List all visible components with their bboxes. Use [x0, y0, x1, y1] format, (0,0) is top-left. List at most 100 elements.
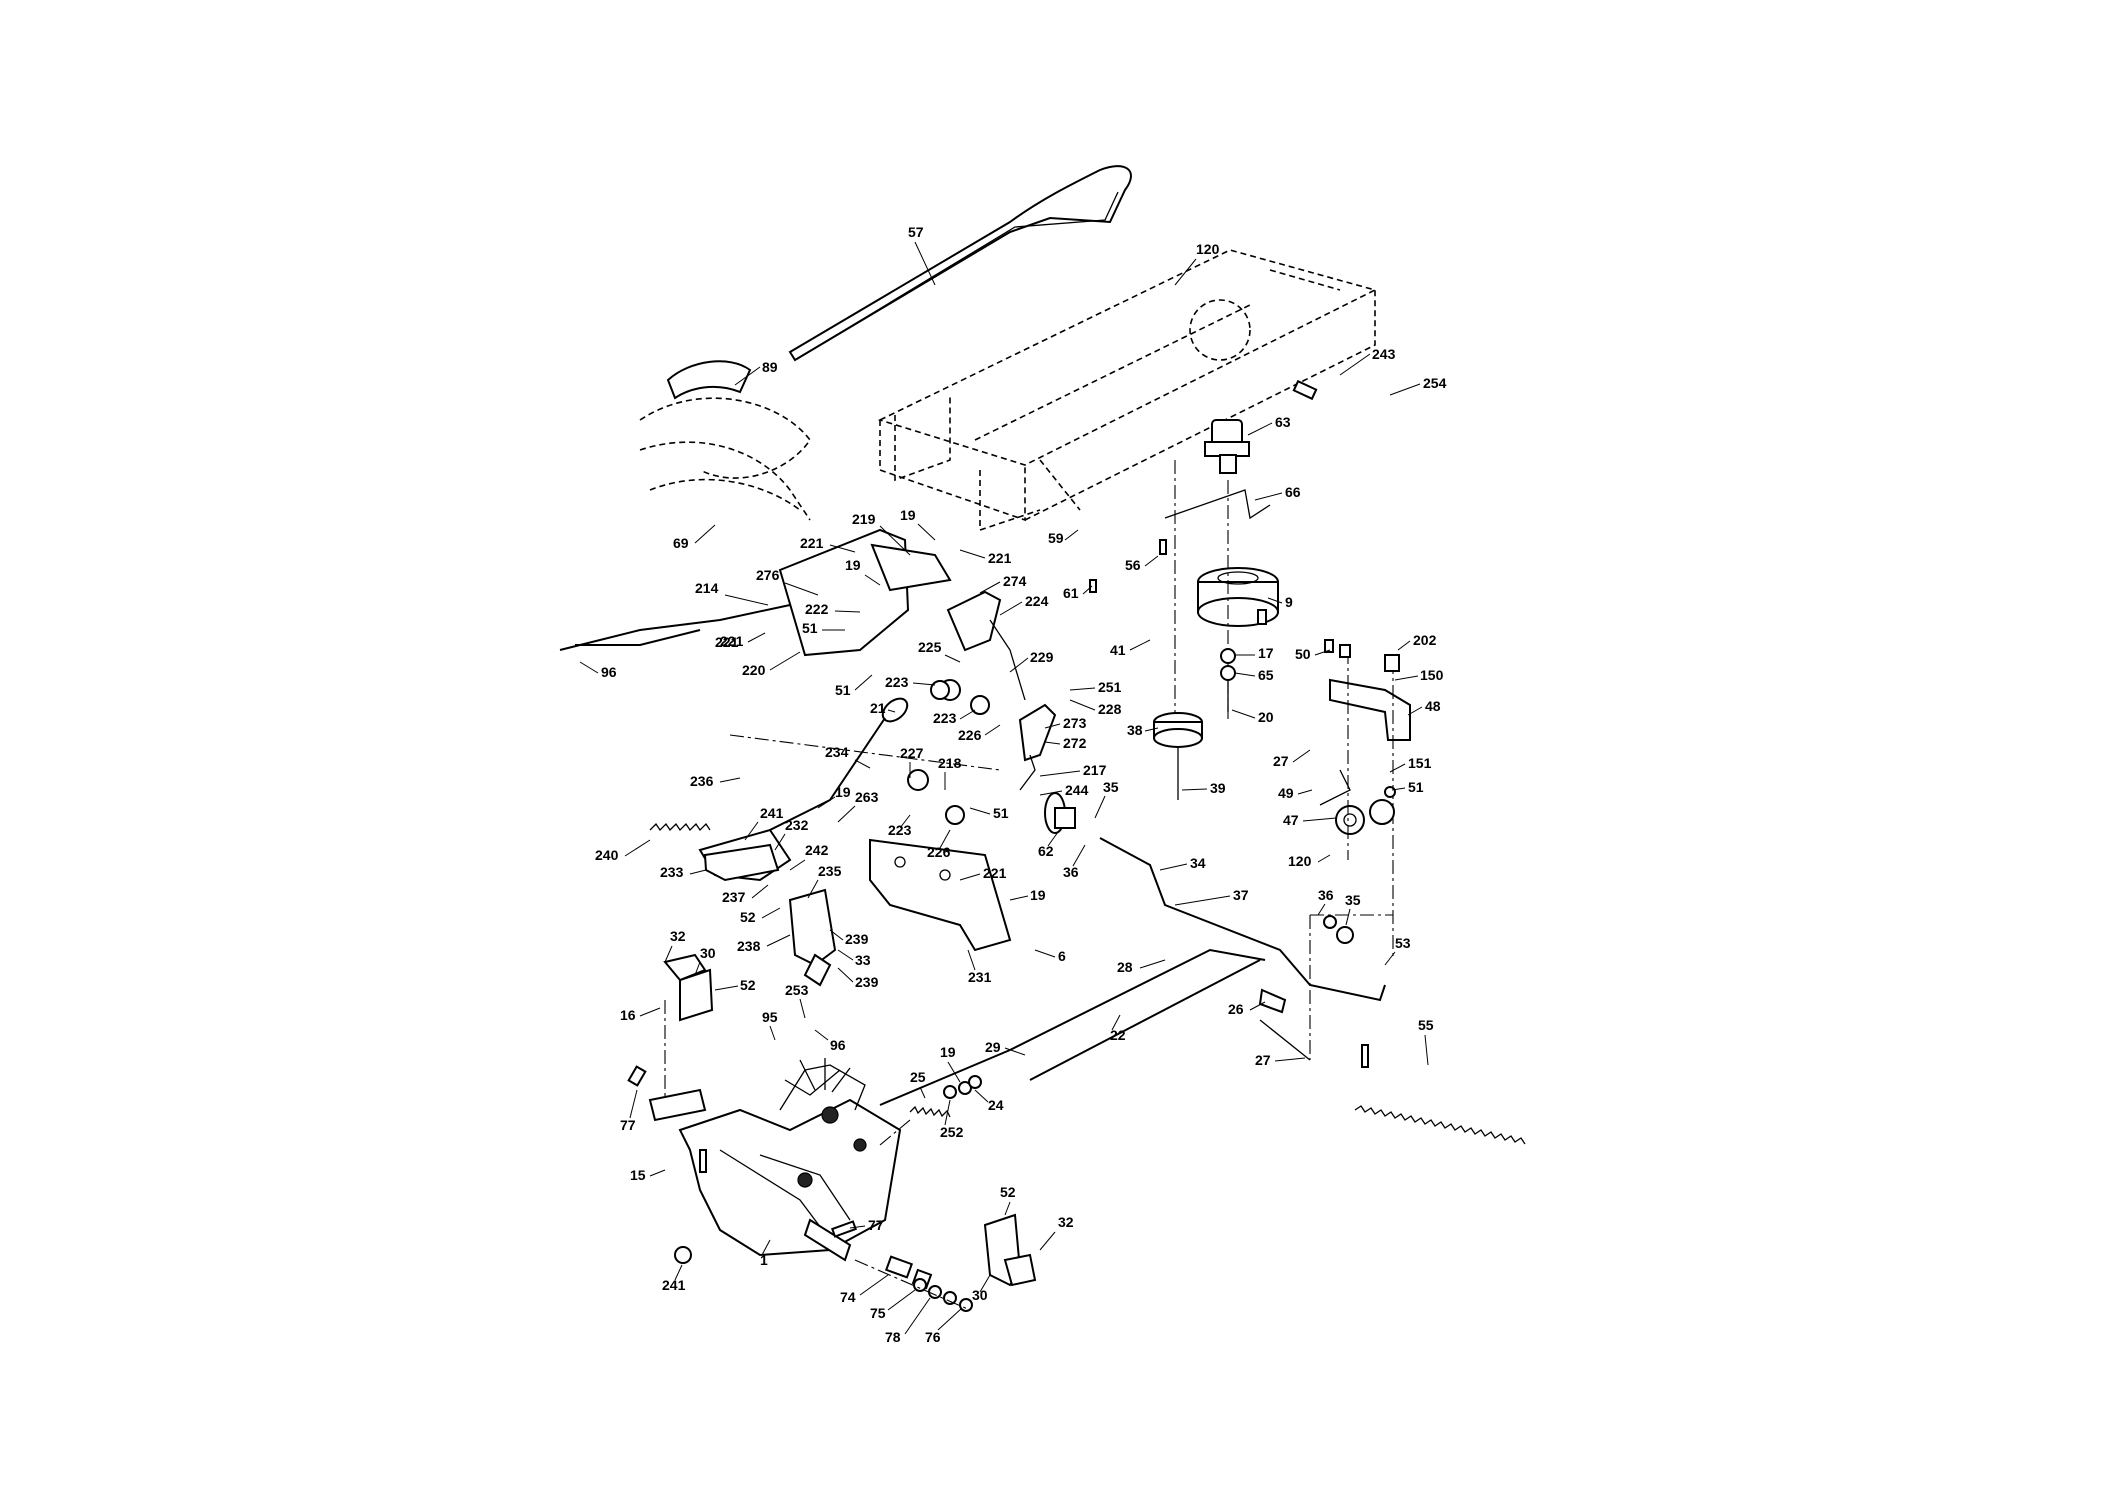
callout-222: 222 [805, 601, 829, 617]
callout-237: 237 [722, 889, 746, 905]
callout-32: 32 [670, 928, 686, 944]
callout-120: 120 [1196, 241, 1220, 257]
callout-221: 221 [720, 633, 744, 649]
callout-227: 227 [900, 745, 924, 761]
callout-21: 21 [870, 700, 886, 716]
callout-221: 221 [983, 865, 1007, 881]
callout-52: 52 [1000, 1184, 1016, 1200]
callout-234: 234 [825, 744, 849, 760]
callout-96: 96 [601, 664, 617, 680]
callout-74: 74 [840, 1289, 856, 1305]
callout-1: 1 [760, 1252, 768, 1268]
callout-15: 15 [630, 1167, 646, 1183]
callout-77: 77 [868, 1217, 884, 1233]
callout-229: 229 [1030, 649, 1054, 665]
callout-32: 32 [1058, 1214, 1074, 1230]
callout-89: 89 [762, 359, 778, 375]
callout-95: 95 [762, 1009, 778, 1025]
callout-276: 276 [756, 567, 780, 583]
callout-37: 37 [1233, 887, 1249, 903]
callout-202: 202 [1413, 632, 1437, 648]
callout-labels: 57 120 89 243 254 63 66 69 19 219 221 22… [579, 224, 1447, 1345]
callout-214: 214 [695, 580, 719, 596]
pedal-assembly [559, 528, 1057, 825]
callout-232: 232 [785, 817, 809, 833]
callout-223: 223 [888, 822, 912, 838]
callout-226: 226 [927, 844, 951, 860]
callout-253: 253 [785, 982, 809, 998]
callout-77: 77 [620, 1117, 636, 1133]
callout-219: 219 [852, 511, 876, 527]
callout-220: 220 [742, 662, 766, 678]
callout-22: 22 [1110, 1027, 1126, 1043]
bracket-30-lower [983, 1213, 1037, 1287]
clutch-assembly [1153, 419, 1279, 800]
callout-30: 30 [700, 945, 716, 961]
callout-120: 120 [1288, 853, 1312, 869]
callout-217: 217 [1083, 762, 1107, 778]
callout-223: 223 [885, 674, 909, 690]
callout-26: 26 [1228, 1001, 1244, 1017]
callout-19: 19 [1030, 887, 1046, 903]
callout-30: 30 [972, 1287, 988, 1303]
callout-28: 28 [1117, 959, 1133, 975]
callout-96: 96 [830, 1037, 846, 1053]
callout-225: 225 [918, 639, 942, 655]
callout-41: 41 [1110, 642, 1126, 658]
spring-25 [909, 1075, 982, 1118]
callout-25: 25 [910, 1069, 926, 1085]
callout-38: 38 [1127, 722, 1143, 738]
callout-19: 19 [900, 507, 916, 523]
callout-24: 24 [988, 1097, 1004, 1113]
callout-75: 75 [870, 1305, 886, 1321]
callout-55: 55 [1418, 1017, 1434, 1033]
callout-254: 254 [1423, 375, 1447, 391]
callout-52: 52 [740, 977, 756, 993]
callout-223: 223 [933, 710, 957, 726]
callout-241: 241 [662, 1277, 686, 1293]
callout-63: 63 [1275, 414, 1291, 430]
callout-59: 59 [1048, 530, 1064, 546]
callout-27: 27 [1273, 753, 1289, 769]
callout-235: 235 [818, 863, 842, 879]
mount-plate [729, 734, 1012, 952]
callout-20: 20 [1258, 709, 1274, 725]
callout-272: 272 [1063, 735, 1087, 751]
callout-51: 51 [802, 620, 818, 636]
callout-243: 243 [1372, 346, 1396, 362]
callout-274: 274 [1003, 573, 1027, 589]
callout-53: 53 [1395, 935, 1411, 951]
callout-62: 62 [1038, 843, 1054, 859]
callout-6: 6 [1058, 948, 1066, 964]
callout-57: 57 [908, 224, 924, 240]
callout-52: 52 [740, 909, 756, 925]
callout-27: 27 [1255, 1052, 1271, 1068]
callout-36: 36 [1063, 864, 1079, 880]
callout-242: 242 [805, 842, 829, 858]
callout-239: 239 [855, 974, 879, 990]
callout-17: 17 [1258, 645, 1274, 661]
callout-47: 47 [1283, 812, 1299, 828]
callout-51: 51 [835, 682, 851, 698]
bracket-30-upper [663, 953, 714, 1115]
callout-66: 66 [1285, 484, 1301, 500]
callout-218: 218 [938, 755, 962, 771]
fender-outline [639, 360, 811, 521]
lever-bracket [703, 843, 837, 987]
callout-252: 252 [940, 1124, 964, 1140]
callout-240: 240 [595, 847, 619, 863]
callout-239: 239 [845, 931, 869, 947]
callout-65: 65 [1258, 667, 1274, 683]
callout-226: 226 [958, 727, 982, 743]
callout-233: 233 [660, 864, 684, 880]
callout-236: 236 [690, 773, 714, 789]
callout-61: 61 [1063, 585, 1079, 601]
callout-221: 221 [800, 535, 824, 551]
callout-238: 238 [737, 938, 761, 954]
callout-35: 35 [1345, 892, 1361, 908]
callout-244: 244 [1065, 782, 1089, 798]
callout-224: 224 [1025, 593, 1049, 609]
callout-19: 19 [845, 557, 861, 573]
callout-228: 228 [1098, 701, 1122, 717]
callout-48: 48 [1425, 698, 1441, 714]
